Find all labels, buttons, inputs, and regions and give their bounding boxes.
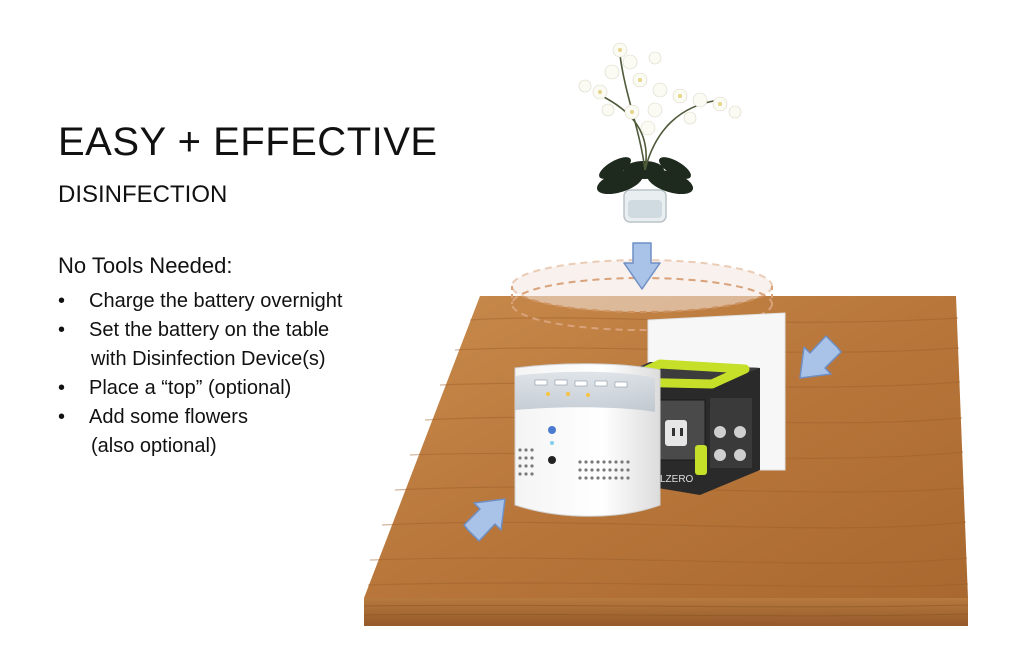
disinfection-device xyxy=(514,363,661,517)
brand-logo xyxy=(548,426,556,434)
instructions-list: Charge the battery overnight Set the bat… xyxy=(58,287,343,461)
step-text: Add some flowers xyxy=(89,406,248,428)
orchid-flower-icon xyxy=(578,42,742,223)
pointer-arrow-icon xyxy=(463,498,506,542)
instructions-heading: No Tools Needed: xyxy=(58,253,233,278)
page-subtitle: DISINFECTION xyxy=(58,181,228,208)
list-item: Place a “top” (optional) xyxy=(58,374,343,403)
vent-grille xyxy=(518,448,630,480)
step-text-continued: (also optional) xyxy=(91,435,217,457)
pointer-arrow-icon xyxy=(799,335,842,379)
list-item: Set the battery on the table with Disinf… xyxy=(58,316,343,374)
list-item: Charge the battery overnight xyxy=(58,287,343,316)
step-text: Set the battery on the table xyxy=(89,319,330,341)
battery-brand-label: LZERO xyxy=(660,474,694,485)
step-text: Place a “top” (optional) xyxy=(89,377,292,399)
page-title: EASY + EFFECTIVE xyxy=(58,120,438,164)
down-arrow-icon xyxy=(623,242,661,290)
step-text-continued: with Disinfection Device(s) xyxy=(91,348,326,370)
list-item: Add some flowers (also optional) xyxy=(58,403,343,461)
step-text: Charge the battery overnight xyxy=(89,290,343,312)
